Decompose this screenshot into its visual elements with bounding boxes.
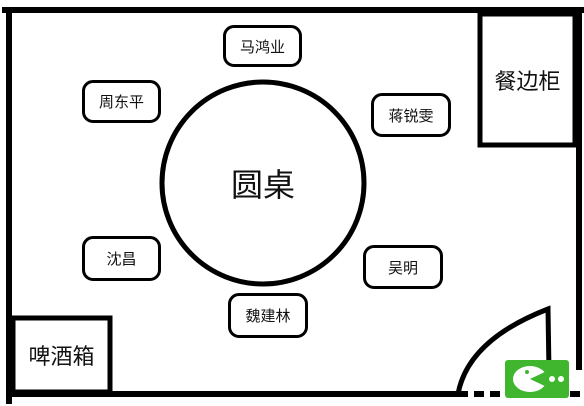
- beer-box-label: 啤酒箱: [28, 345, 95, 370]
- seat-card: 魏建林: [228, 293, 308, 338]
- beer-box: [10, 315, 113, 395]
- table-label: 圆桌: [230, 166, 295, 204]
- pacman-logo-icon: [505, 360, 569, 398]
- round-table: [159, 79, 367, 287]
- seat-name: 蒋锐雯: [388, 106, 434, 125]
- seat-card: 周东平: [82, 80, 161, 123]
- seat-name: 沈昌: [106, 250, 137, 268]
- seat-name: 吴明: [387, 258, 418, 277]
- sideboard-label: 餐边柜: [494, 69, 561, 95]
- seat-name: 马鸿业: [239, 37, 285, 56]
- seat-card: 沈昌: [82, 236, 161, 281]
- seat-name: 周东平: [98, 93, 144, 111]
- seat-card: 吴明: [363, 245, 443, 289]
- seat-card: 马鸿业: [223, 25, 302, 67]
- sideboard-box: [477, 11, 578, 148]
- seat-name: 魏建林: [245, 307, 291, 325]
- seat-card: 蒋锐雯: [371, 93, 451, 137]
